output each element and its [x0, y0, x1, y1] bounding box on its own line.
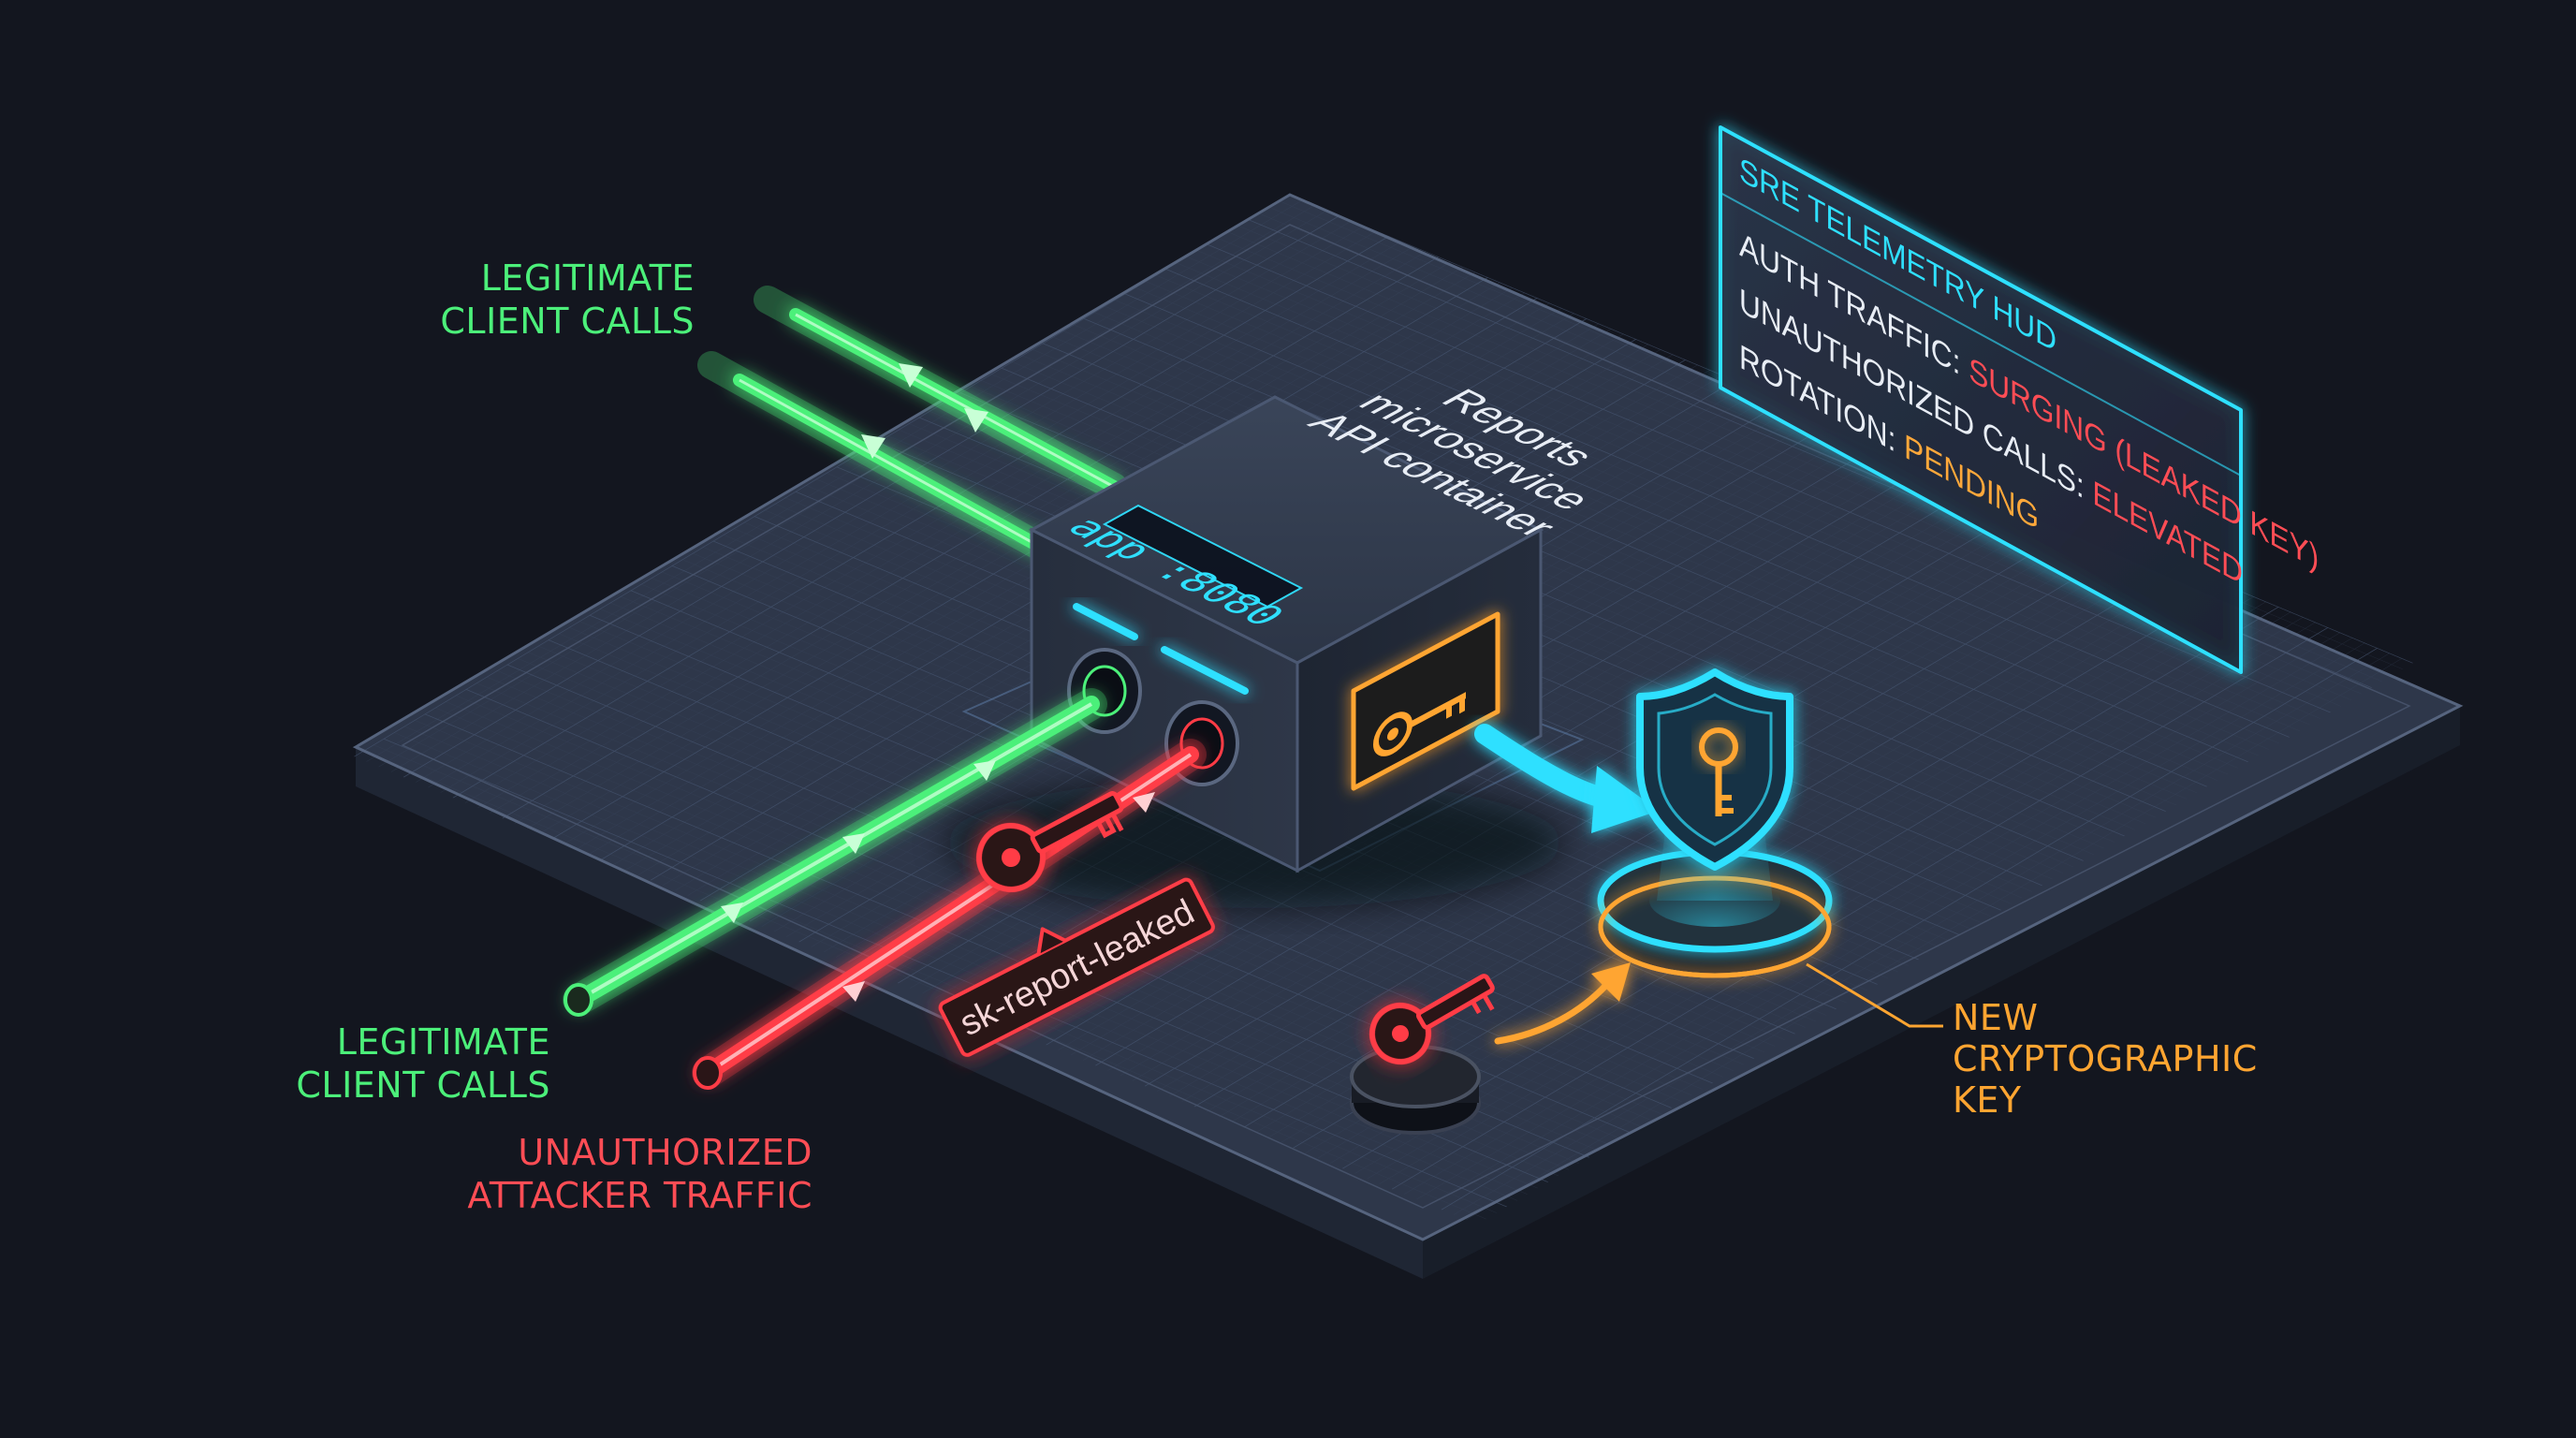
shield-key-icon [1636, 668, 1793, 871]
leaked-key-icon [976, 791, 1124, 892]
label-attacker-line2: ATTACKER TRAFFIC [467, 1175, 812, 1216]
old-key-icon [1369, 974, 1495, 1064]
label-new-key: NEW CRYPTOGRAPHIC KEY [1953, 997, 2258, 1121]
new-key-pedestal[interactable] [1597, 730, 1833, 978]
label-legit-bottom-line2: CLIENT CALLS [296, 1064, 550, 1106]
replacement-arrow [1494, 962, 1631, 1045]
label-new-key-line1: NEW [1953, 997, 2039, 1038]
label-new-key-line2: CRYPTOGRAPHIC [1953, 1038, 2258, 1079]
legit-pipe-front [563, 688, 1107, 1017]
key-icon [1373, 692, 1466, 756]
new-key-leader-line [1806, 962, 1943, 1028]
legit-pipes-top [697, 286, 1128, 576]
label-new-key-line3: KEY [1953, 1079, 2022, 1121]
api-container[interactable]: Reports microservice API container app :… [945, 360, 1653, 908]
label-legit-top: LEGITIMATE CLIENT CALLS [440, 257, 695, 342]
telemetry-hud[interactable]: SRE TELEMETRY HUD AUTH TRAFFIC: SURGING … [1719, 125, 2319, 690]
label-attacker: UNAUTHORIZED ATTACKER TRAFFIC [467, 1132, 812, 1216]
label-legit-top-line1: LEGITIMATE [481, 257, 695, 299]
label-legit-bottom: LEGITIMATE CLIENT CALLS [296, 1021, 550, 1106]
rotation-arrow [1474, 724, 1659, 833]
label-legit-top-line2: CLIENT CALLS [440, 301, 695, 342]
container-key-panel[interactable] [1351, 611, 1500, 791]
label-attacker-line1: UNAUTHORIZED [518, 1132, 812, 1173]
old-key-disc[interactable] [1350, 1045, 1481, 1135]
label-legit-bottom-line1: LEGITIMATE [337, 1021, 550, 1063]
